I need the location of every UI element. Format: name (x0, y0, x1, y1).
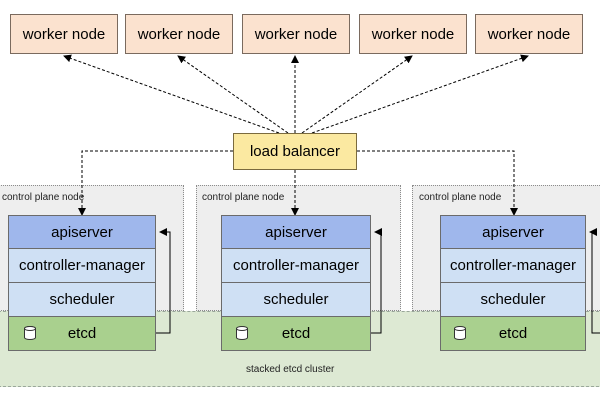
apiserver: apiserver (440, 215, 586, 249)
controller-manager: controller-manager (440, 249, 586, 283)
apiserver: apiserver (8, 215, 156, 249)
scheduler: scheduler (8, 283, 156, 317)
worker-node-1: worker node (10, 14, 118, 54)
worker-1-link (63, 54, 280, 134)
lb-to-apiserver-1 (78, 150, 233, 216)
worker-4-link (301, 55, 413, 134)
etcd-to-apiserver-2 (371, 228, 382, 334)
worker-node-3: worker node (242, 14, 350, 54)
controller-manager: controller-manager (221, 249, 371, 283)
stacked-etcd-cluster-label: stacked etcd cluster (246, 364, 335, 375)
controller-manager: controller-manager (8, 249, 156, 283)
worker-node-2: worker node (125, 14, 233, 54)
worker-node-5: worker node (475, 14, 583, 54)
worker-5-link (311, 54, 529, 134)
database-icon (236, 326, 248, 340)
worker-node-4: worker node (359, 14, 467, 54)
etcd-to-apiserver-1 (156, 228, 171, 334)
etcd-to-apiserver-3 (589, 228, 600, 334)
control-plane-node-label: control plane node (202, 192, 285, 203)
database-icon (454, 326, 466, 340)
control-plane-node-label: control plane node (419, 192, 502, 203)
worker-2-link (177, 55, 289, 134)
scheduler: scheduler (221, 283, 371, 317)
database-icon (24, 326, 36, 340)
scheduler: scheduler (440, 283, 586, 317)
apiserver: apiserver (221, 215, 371, 249)
lb-to-apiserver-3 (357, 150, 518, 216)
load-balancer: load balancer (233, 133, 357, 170)
control-plane-node-label: control plane node (2, 192, 85, 203)
